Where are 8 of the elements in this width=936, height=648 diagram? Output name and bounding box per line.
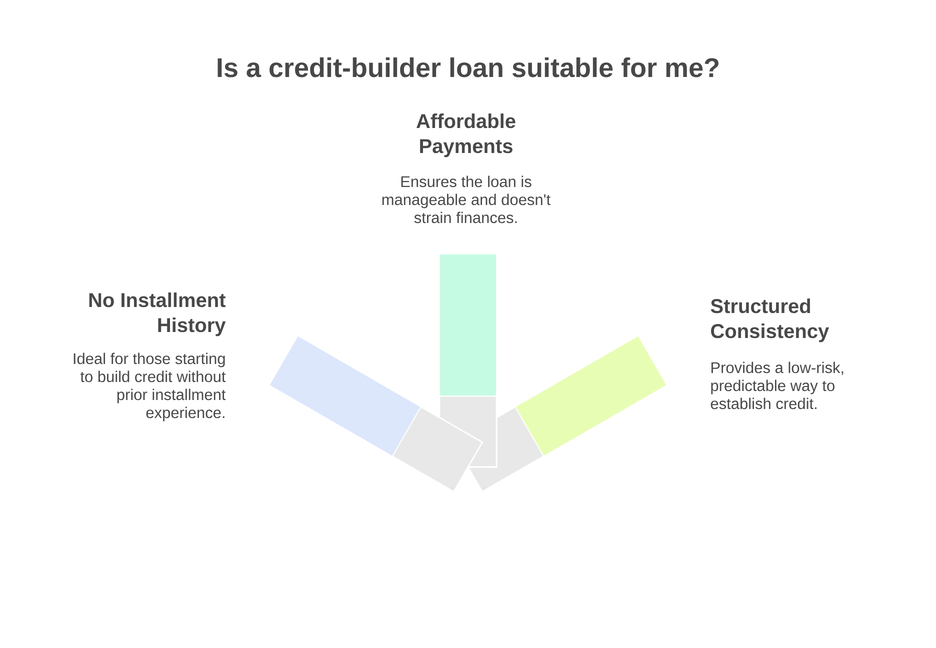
heading: Affordable Payments — [416, 114, 516, 158]
heading: No Installment History — [89, 292, 226, 336]
description: Ensures the loan is manageable and doesn't strain finances. — [382, 176, 550, 224]
description: Provides a low-risk, predictable way to establish credit. — [710, 362, 844, 410]
fan-bar — [438, 254, 498, 468]
description: Ideal for those starting to build credit without prior installment experience. — [74, 352, 226, 422]
heading: Structured Consistency — [710, 298, 830, 342]
title: Is a credit-builder loan suitable for me? — [218, 57, 718, 78]
